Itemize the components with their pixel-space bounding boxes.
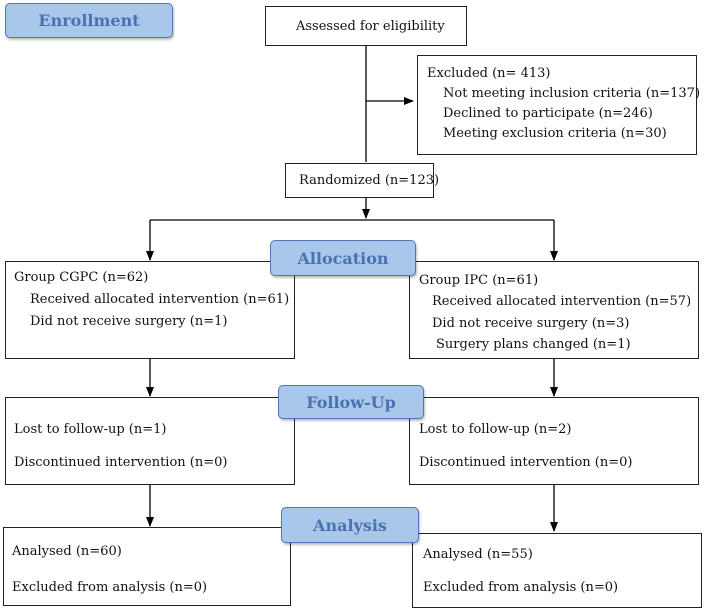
right-lost-to-followup: Lost to follow-up (n=2) — [419, 422, 572, 437]
randomized-box: Randomized (n=123) — [285, 163, 439, 198]
right-analysed: Analysed (n=55) — [423, 547, 533, 562]
left-no-surgery: Did not receive surgery (n=1) — [30, 314, 228, 329]
stage-analysis: Analysis — [281, 507, 419, 543]
right-analysis-box: Analysed (n=55) Excluded from analysis (… — [412, 533, 702, 608]
excluded-item-meeting-exclusion: Meeting exclusion criteria (n=30) — [443, 126, 667, 141]
right-discontinued: Discontinued intervention (n=0) — [419, 455, 633, 470]
excluded-item-declined: Declined to participate (n=246) — [443, 106, 653, 121]
left-lost-to-followup: Lost to follow-up (n=1) — [14, 422, 167, 437]
randomized-label: Randomized (n=123) — [299, 173, 440, 188]
right-excluded-from-analysis: Excluded from analysis (n=0) — [423, 580, 619, 595]
assessed-box: Assessed for eligibility — [265, 6, 467, 46]
right-received-intervention: Received allocated intervention (n=57) — [432, 294, 692, 309]
assessed-label: Assessed for eligibility — [296, 19, 445, 34]
left-analysed: Analysed (n=60) — [12, 544, 122, 559]
left-received-intervention: Received allocated intervention (n=61) — [30, 292, 290, 307]
excluded-item-not-meeting-inclusion: Not meeting inclusion criteria (n=137) — [443, 86, 701, 101]
left-excluded-from-analysis: Excluded from analysis (n=0) — [12, 580, 208, 595]
right-group-title: Group IPC (n=61) — [419, 273, 539, 288]
left-discontinued: Discontinued intervention (n=0) — [14, 455, 228, 470]
excluded-box: Excluded (n= 413) Not meeting inclusion … — [417, 55, 701, 155]
right-allocation-box: Group IPC (n=61) Received allocated inte… — [409, 261, 699, 359]
excluded-title: Excluded (n= 413) — [427, 66, 551, 81]
right-plans-changed: Surgery plans changed (n=1) — [436, 337, 631, 352]
right-followup-box: Lost to follow-up (n=2) Discontinued int… — [409, 397, 699, 485]
right-no-surgery: Did not receive surgery (n=3) — [432, 316, 630, 331]
stage-enrollment: Enrollment — [5, 3, 173, 38]
stage-allocation: Allocation — [270, 240, 416, 276]
left-allocation-box: Group CGPC (n=62) Received allocated int… — [5, 261, 295, 359]
left-followup-box: Lost to follow-up (n=1) Discontinued int… — [5, 397, 295, 485]
left-group-title: Group CGPC (n=62) — [14, 270, 149, 285]
left-analysis-box: Analysed (n=60) Excluded from analysis (… — [3, 527, 291, 606]
stage-follow-up: Follow-Up — [278, 385, 424, 419]
